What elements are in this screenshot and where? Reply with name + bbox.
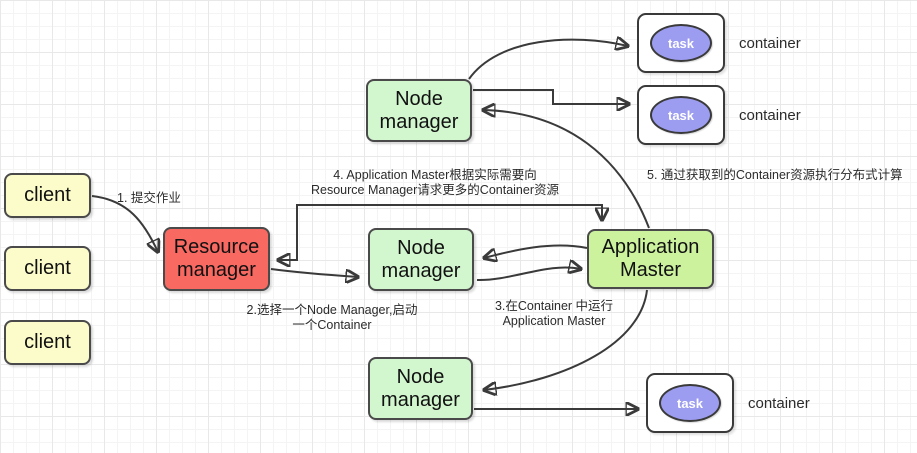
- container-caption-1: container: [739, 34, 801, 52]
- client-node-2: client: [4, 246, 91, 291]
- task-ellipse-1: task: [650, 24, 712, 62]
- container-caption-3: container: [748, 394, 810, 412]
- task-ellipse-2: task: [650, 96, 712, 134]
- arrow-node-manager-top-to-container-2-elbow: [473, 89, 629, 104]
- client-node-3: client: [4, 320, 91, 365]
- container-group-2: task container: [637, 85, 801, 145]
- container-group-3: task container: [646, 373, 810, 433]
- arrow-node-manager-top-to-container-1: [468, 40, 628, 80]
- container-group-1: task container: [637, 13, 801, 73]
- node-manager-node-middle: Node manager: [368, 228, 474, 291]
- annotation-step4-request-containers: 4. Application Master根据实际需要向 Resource Ma…: [310, 168, 559, 197]
- annotation-step5-distributed-compute: 5. 通过获取到的Container资源执行分布式计算: [647, 168, 903, 182]
- application-master-node: Application Master: [587, 229, 714, 289]
- container-box-1: task: [637, 13, 725, 73]
- arrow-resource-manager-to-node-manager-middle: [270, 268, 358, 277]
- annotation-step2-choose-node-manager: 2.选择一个Node Manager,启动 一个Container: [246, 303, 418, 332]
- node-manager-node-bottom: Node manager: [368, 357, 473, 420]
- container-box-3: task: [646, 373, 734, 433]
- container-box-2: task: [637, 85, 725, 145]
- resource-manager-node: Resource manager: [163, 227, 270, 291]
- annotation-step3-run-application-master: 3.在Container 中运行 Application Master: [494, 299, 614, 328]
- annotation-step1-submit-job: 1. 提交作业: [117, 191, 181, 205]
- arrow-application-master-to-node-manager-middle: [484, 244, 588, 258]
- container-caption-2: container: [739, 106, 801, 124]
- client-node-1: client: [4, 173, 91, 218]
- task-ellipse-3: task: [659, 384, 721, 422]
- node-manager-node-top: Node manager: [366, 79, 472, 142]
- arrow-node-manager-middle-to-application-master: [476, 267, 581, 282]
